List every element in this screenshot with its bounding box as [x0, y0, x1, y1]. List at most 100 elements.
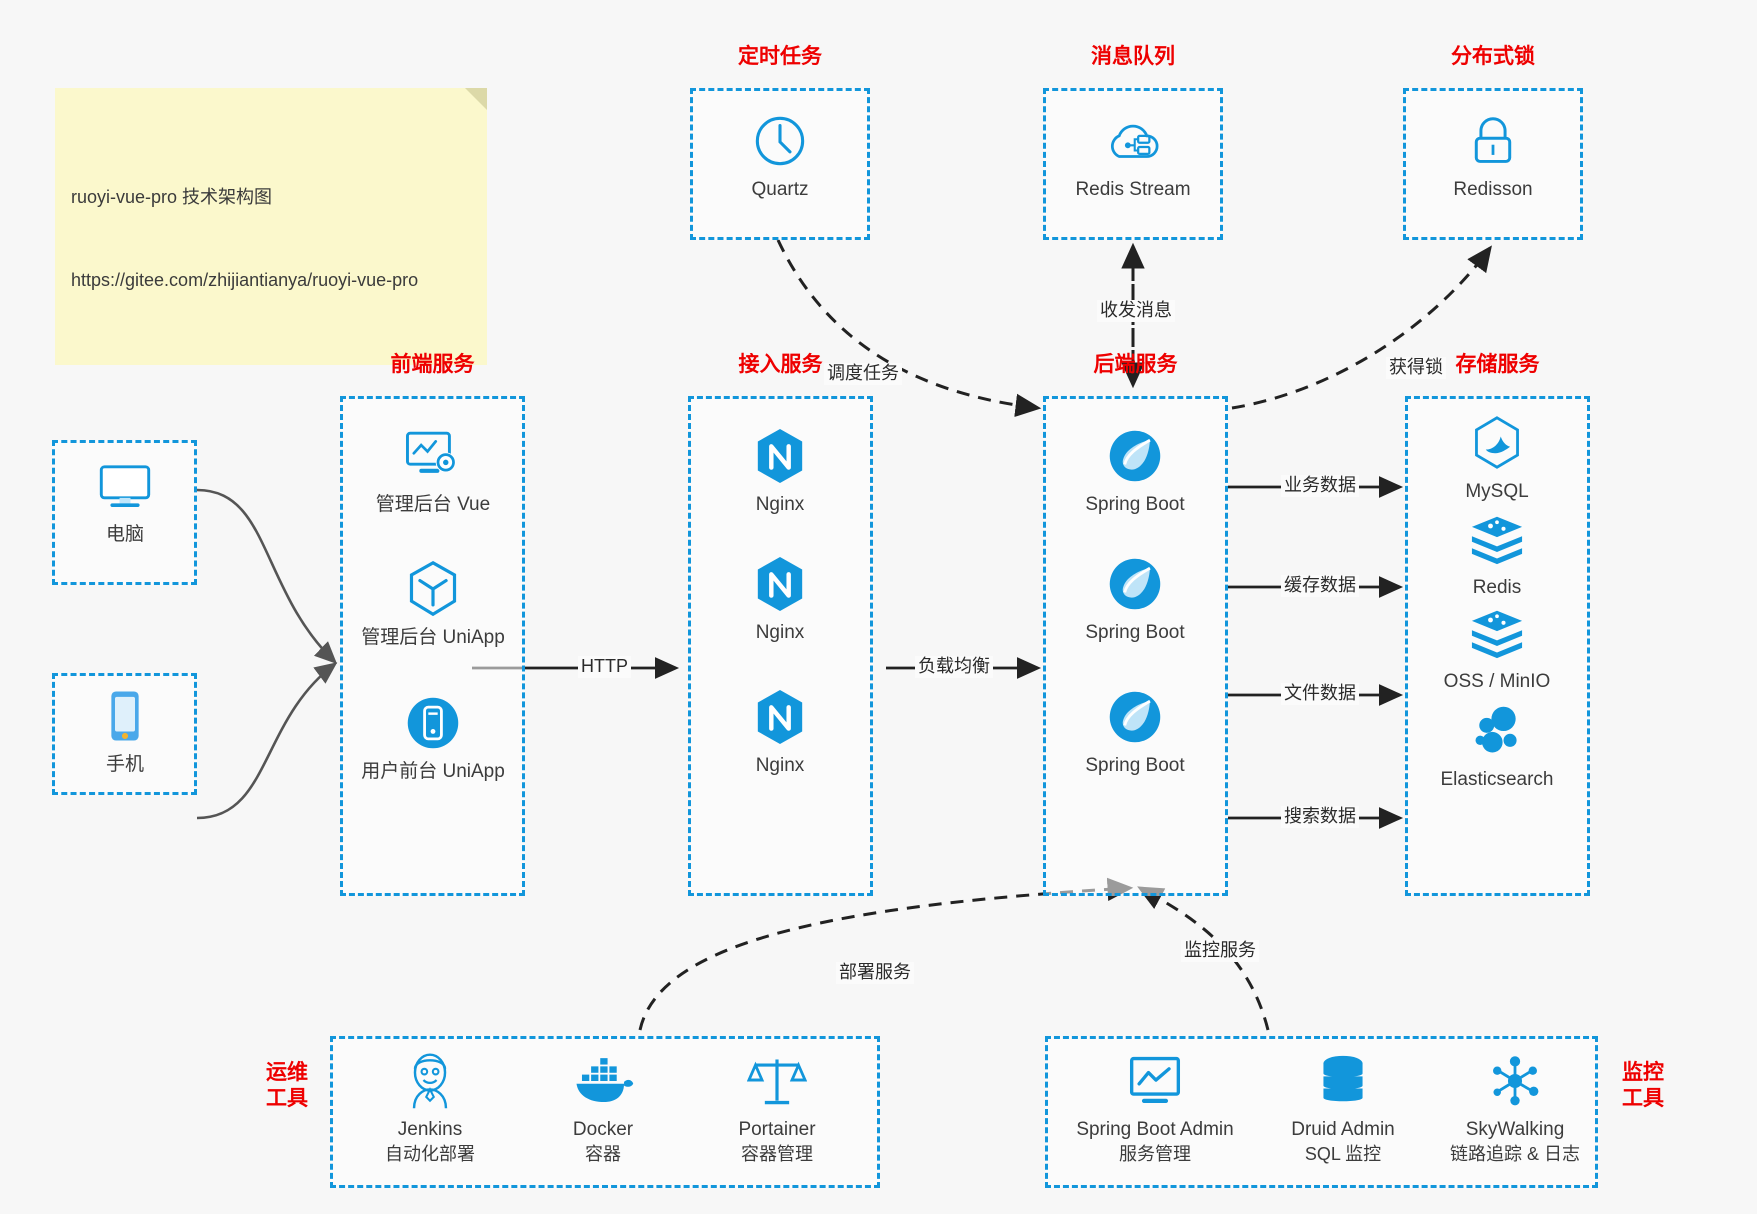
node-label: 管理后台 UniApp — [361, 627, 505, 648]
node-druid-admin[interactable]: Druid Admin SQL 监控 — [1258, 1050, 1428, 1166]
node-label: Spring Boot Admin — [1076, 1119, 1234, 1140]
node-sublabel: 服务管理 — [1119, 1143, 1191, 1164]
monitor-chart-icon — [1060, 1050, 1250, 1112]
desktop-monitor-icon — [50, 455, 200, 517]
node-sublabel: 容器管理 — [741, 1143, 813, 1164]
node-spring-boot-admin[interactable]: Spring Boot Admin 服务管理 — [1060, 1050, 1250, 1166]
note-fold-corner — [465, 88, 487, 110]
node-redis[interactable]: Redis — [1422, 508, 1572, 601]
node-quartz[interactable]: Quartz — [705, 110, 855, 203]
lock-icon — [1418, 110, 1568, 172]
node-label: Spring Boot — [1085, 755, 1185, 776]
edge-label-search-data: 搜索数据 — [1281, 806, 1359, 828]
node-label: Nginx — [755, 755, 805, 776]
node-label: Docker — [572, 1119, 634, 1140]
node-label: Druid Admin — [1291, 1119, 1395, 1140]
edge-label-schedule-task: 调度任务 — [824, 363, 902, 385]
node-jenkins[interactable]: Jenkins 自动化部署 — [345, 1050, 515, 1166]
node-springboot-3[interactable]: Spring Boot — [1060, 686, 1210, 779]
node-label: 用户前台 UniApp — [361, 761, 505, 782]
edge-label-file-data: 文件数据 — [1281, 683, 1359, 705]
node-label: OSS / MinIO — [1443, 671, 1551, 692]
node-elasticsearch[interactable]: Elasticsearch — [1422, 700, 1572, 793]
node-user-uniapp[interactable]: 用户前台 UniApp — [358, 692, 508, 785]
dashboard-settings-icon — [358, 425, 508, 487]
database-cylinder-icon — [1258, 1050, 1428, 1112]
note-line-url: https://gitee.com/zhijiantianya/ruoyi-vu… — [71, 270, 419, 291]
node-label: Nginx — [755, 494, 805, 515]
edge-label-deploy-service: 部署服务 — [836, 962, 914, 984]
group-storage — [1405, 396, 1590, 896]
group-title-backend: 后端服务 — [1093, 353, 1178, 376]
node-sublabel: SQL 监控 — [1304, 1143, 1382, 1164]
edge-label-biz-data: 业务数据 — [1281, 475, 1359, 497]
spring-boot-leaf-icon — [1060, 553, 1210, 615]
network-nodes-icon — [1430, 1050, 1600, 1112]
node-sublabel: 自动化部署 — [385, 1143, 475, 1164]
edge-label-cache-data: 缓存数据 — [1281, 575, 1359, 597]
node-docker[interactable]: Docker 容器 — [518, 1050, 688, 1166]
node-label: Redis — [1472, 577, 1522, 598]
clock-icon — [705, 110, 855, 172]
node-mobile[interactable]: 手机 — [50, 685, 200, 778]
group-title-storage: 存储服务 — [1455, 353, 1540, 376]
group-title-lock: 分布式锁 — [1451, 45, 1535, 68]
node-sublabel: 容器 — [585, 1143, 621, 1164]
group-lock — [1403, 88, 1583, 240]
group-client-pc — [52, 440, 197, 585]
node-mysql[interactable]: MySQL — [1422, 412, 1572, 505]
note-line-title: ruoyi-vue-pro 技术架构图 — [71, 186, 273, 207]
nginx-icon — [705, 425, 855, 487]
node-label: Jenkins — [397, 1119, 463, 1140]
node-pc[interactable]: 电脑 — [50, 455, 200, 548]
group-title-line-2: 工具 — [266, 1087, 308, 1111]
group-title-line-1: 运维 — [266, 1061, 308, 1084]
node-admin-vue[interactable]: 管理后台 Vue — [358, 425, 508, 518]
node-skywalking[interactable]: SkyWalking 链路追踪 & 日志 — [1430, 1050, 1600, 1166]
group-title-devops: 运维 工具 — [252, 1060, 322, 1113]
edge-label-monitor-service: 监控服务 — [1181, 940, 1259, 962]
node-springboot-2[interactable]: Spring Boot — [1060, 553, 1210, 646]
node-label: Redisson — [1453, 179, 1533, 200]
node-label: 电脑 — [105, 524, 144, 545]
node-label: Portainer — [738, 1119, 816, 1140]
nginx-icon — [705, 553, 855, 615]
hexagon-cube-icon — [358, 558, 508, 620]
edge-label-http: HTTP — [578, 656, 631, 678]
group-mq — [1043, 88, 1223, 240]
mobile-app-circle-icon — [358, 692, 508, 754]
node-oss-minio[interactable]: OSS / MinIO — [1422, 602, 1572, 695]
node-redisson[interactable]: Redisson — [1418, 110, 1568, 203]
node-nginx-2[interactable]: Nginx — [705, 553, 855, 646]
smartphone-icon — [50, 685, 200, 747]
group-title-line-2: 工具 — [1622, 1087, 1664, 1111]
group-title-scheduler: 定时任务 — [738, 45, 822, 68]
node-sublabel: 链路追踪 & 日志 — [1449, 1143, 1580, 1164]
node-nginx-3[interactable]: Nginx — [705, 686, 855, 779]
node-springboot-1[interactable]: Spring Boot — [1060, 425, 1210, 518]
node-portainer[interactable]: Portainer 容器管理 — [692, 1050, 862, 1166]
spring-boot-leaf-icon — [1060, 425, 1210, 487]
node-label: SkyWalking — [1465, 1119, 1565, 1140]
node-label: Spring Boot — [1085, 494, 1185, 515]
group-frontend — [340, 396, 525, 896]
title-note: ruoyi-vue-pro 技术架构图 https://gitee.com/zh… — [55, 88, 487, 366]
node-redis-stream[interactable]: Redis Stream — [1058, 110, 1208, 203]
group-title-frontend: 前端服务 — [390, 353, 475, 376]
node-label: Quartz — [751, 179, 809, 200]
nginx-icon — [705, 686, 855, 748]
object-storage-icon — [1422, 602, 1572, 664]
scales-balance-icon — [692, 1050, 862, 1112]
group-title-line-1: 监控 — [1622, 1061, 1664, 1084]
cloud-stream-icon — [1058, 110, 1208, 172]
node-label: 手机 — [105, 754, 144, 775]
edge-label-mq-message: 收发消息 — [1097, 300, 1175, 322]
edge-label-get-lock: 获得锁 — [1386, 357, 1446, 379]
node-label: 管理后台 Vue — [375, 494, 491, 515]
group-title-mq: 消息队列 — [1091, 45, 1175, 68]
node-admin-uniapp[interactable]: 管理后台 UniApp — [358, 558, 508, 651]
node-label: Redis Stream — [1075, 179, 1191, 200]
edge-label-load-balance: 负载均衡 — [915, 656, 993, 678]
node-nginx-1[interactable]: Nginx — [705, 425, 855, 518]
group-monitor — [1045, 1036, 1598, 1188]
